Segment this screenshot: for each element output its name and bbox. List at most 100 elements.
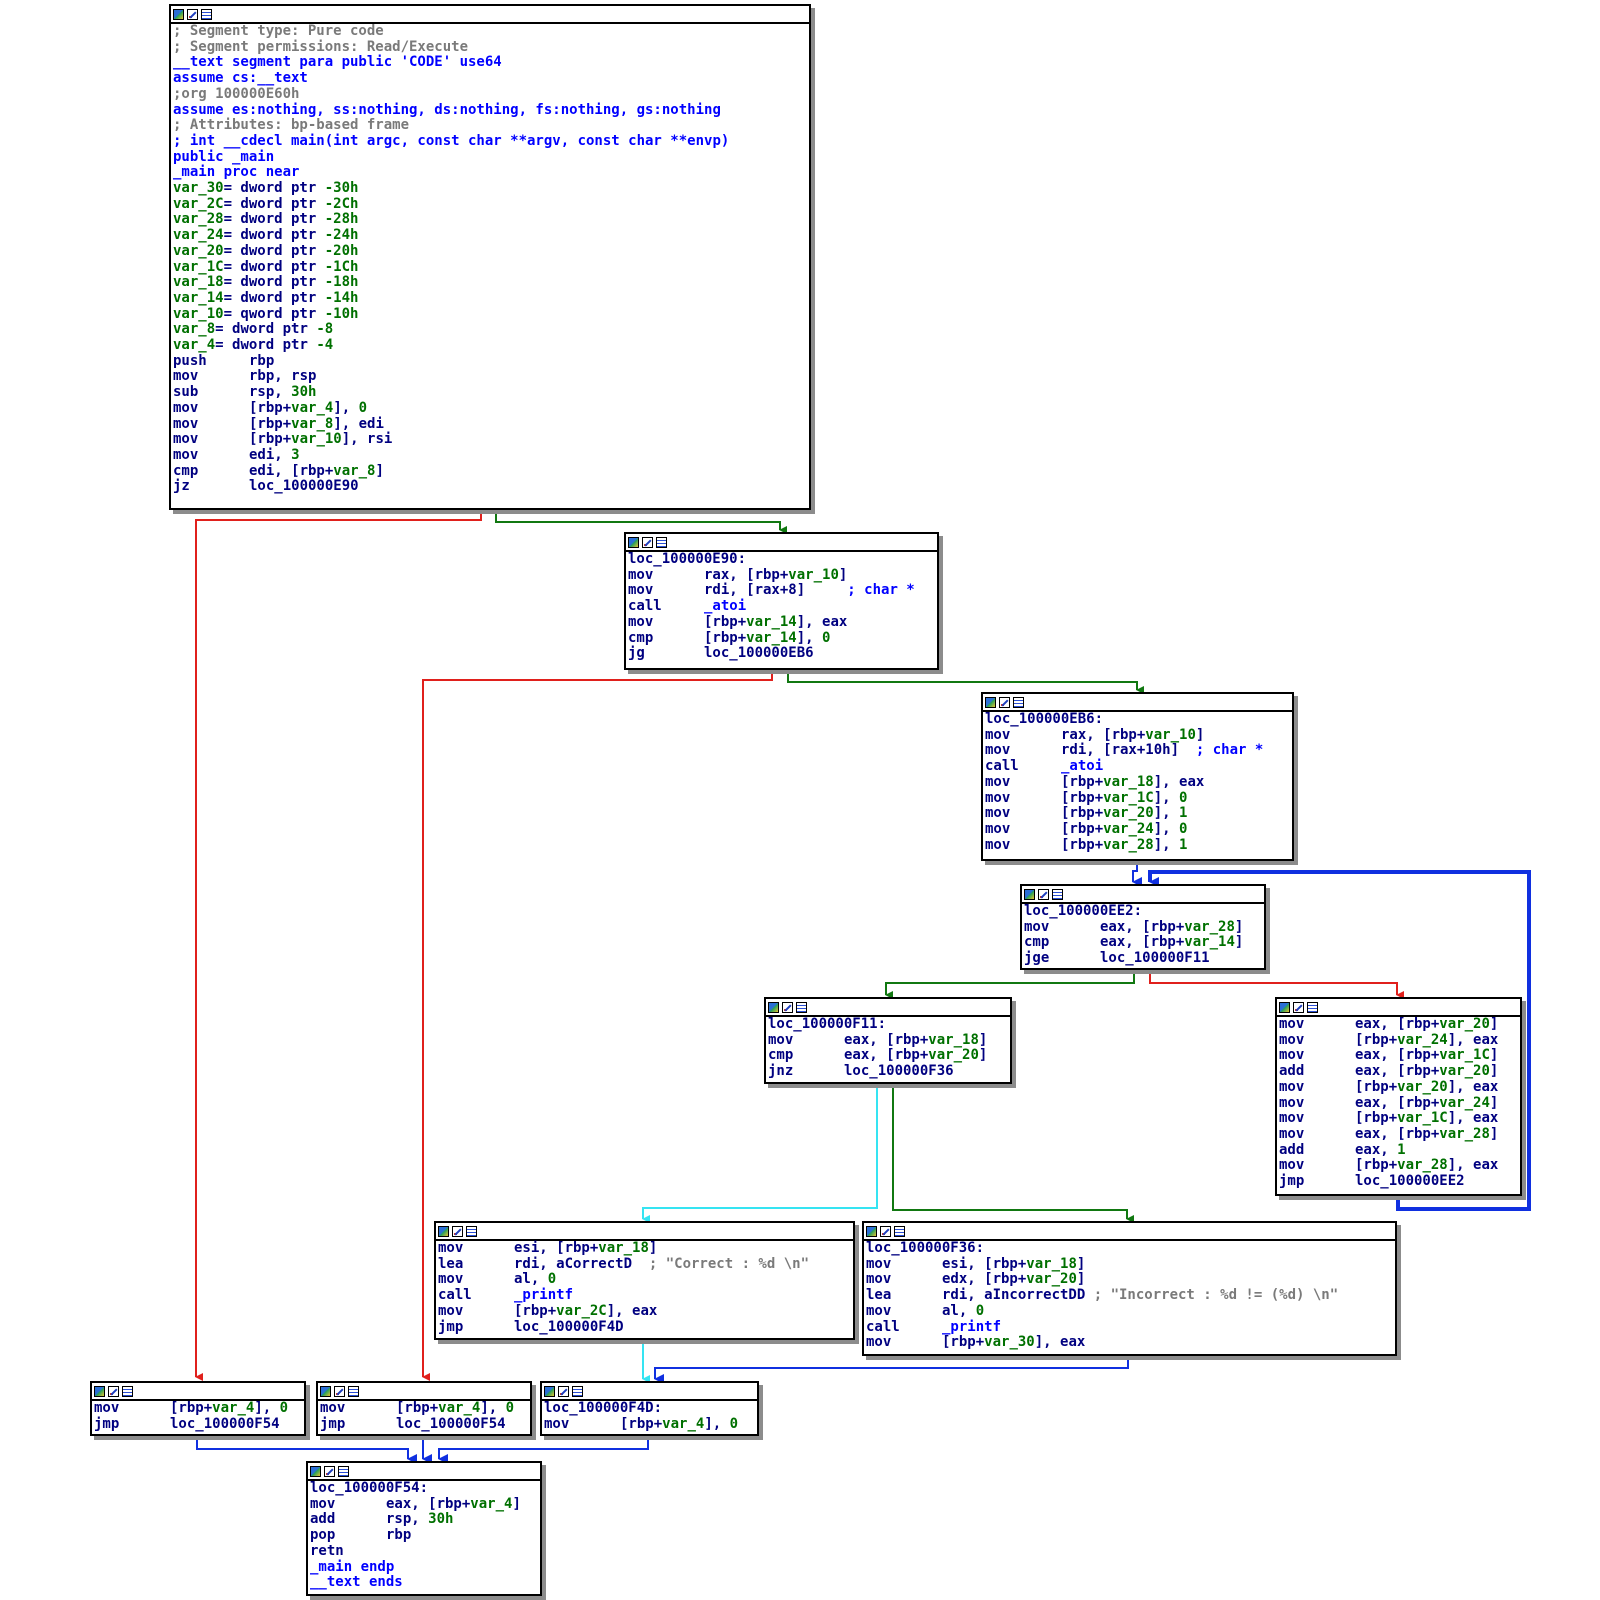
asm-line[interactable]: loc_100000F54: [310, 1480, 538, 1497]
edit-pencil-icon[interactable] [334, 1385, 345, 1397]
graph-overview-icon[interactable] [1279, 1001, 1290, 1013]
asm-line[interactable]: call_printf [866, 1319, 1393, 1336]
asm-line[interactable]: var_8= dword ptr -8 [173, 322, 807, 338]
asm-line[interactable]: public _main [173, 149, 807, 166]
asm-line[interactable]: var_2C= dword ptr -2Ch [173, 196, 807, 213]
asm-line[interactable]: mov[rbp+var_20], eax [1279, 1079, 1518, 1096]
asm-line[interactable]: var_30= dword ptr -30h [173, 180, 807, 197]
asm-line[interactable]: __text segment para public 'CODE' use64 [173, 55, 807, 71]
node-loc-100000f4d[interactable]: loc_100000F4D:mov[rbp+var_4], 0 [540, 1381, 759, 1436]
listing-view-icon[interactable] [338, 1465, 349, 1477]
asm-line[interactable]: mov[rbp+var_28], eax [1279, 1157, 1518, 1174]
edit-pencil-icon[interactable] [1293, 1001, 1304, 1013]
asm-line[interactable]: ; Attributes: bp-based frame [173, 117, 807, 134]
listing-view-icon[interactable] [1052, 888, 1063, 900]
asm-line[interactable]: assume cs:__text [173, 70, 807, 87]
graph-overview-icon[interactable] [544, 1385, 555, 1397]
asm-line[interactable]: loc_100000F36: [866, 1240, 1393, 1257]
asm-line[interactable]: mov[rbp+var_30], eax [866, 1334, 1393, 1351]
listing-view-icon[interactable] [348, 1385, 359, 1397]
graph-overview-icon[interactable] [866, 1225, 877, 1237]
graph-overview-icon[interactable] [173, 8, 184, 20]
asm-line[interactable]: mov[rbp+var_28], 1 [985, 837, 1290, 854]
graph-overview-icon[interactable] [628, 536, 639, 548]
listing-view-icon[interactable] [466, 1225, 477, 1237]
listing-view-icon[interactable] [572, 1385, 583, 1397]
listing-view-icon[interactable] [122, 1385, 133, 1397]
asm-line[interactable]: retn [310, 1543, 538, 1560]
asm-line[interactable]: mov[rbp+var_4], 0 [94, 1400, 302, 1417]
asm-line[interactable]: mov[rbp+var_2C], eax [438, 1303, 851, 1320]
graph-overview-icon[interactable] [438, 1225, 449, 1237]
asm-line[interactable]: var_20= dword ptr -20h [173, 243, 807, 260]
asm-line[interactable]: mov[rbp+var_4], 0 [544, 1416, 755, 1433]
asm-line[interactable]: loc_100000EB6: [985, 711, 1290, 728]
listing-view-icon[interactable] [1307, 1001, 1318, 1013]
asm-line[interactable]: mov[rbp+var_1C], 0 [985, 790, 1290, 807]
node-main-entry[interactable]: ; Segment type: Pure code; Segment permi… [169, 4, 811, 510]
asm-line[interactable]: var_18= dword ptr -18h [173, 274, 807, 291]
asm-line[interactable]: _main endp [310, 1559, 538, 1576]
edit-pencil-icon[interactable] [324, 1465, 335, 1477]
asm-line[interactable]: mov[rbp+var_24], eax [1279, 1032, 1518, 1049]
asm-line[interactable]: mov[rbp+var_4], 0 [320, 1400, 528, 1417]
asm-line[interactable]: var_28= dword ptr -28h [173, 212, 807, 228]
asm-line[interactable]: var_10= qword ptr -10h [173, 306, 807, 323]
asm-line[interactable]: ; Segment type: Pure code [173, 23, 807, 40]
asm-line[interactable]: mov[rbp+var_24], 0 [985, 821, 1290, 838]
edit-pencil-icon[interactable] [187, 8, 198, 20]
graph-overview-icon[interactable] [1024, 888, 1035, 900]
edit-pencil-icon[interactable] [782, 1001, 793, 1013]
asm-line[interactable]: ;org 100000E60h [173, 86, 807, 103]
listing-view-icon[interactable] [201, 8, 212, 20]
asm-line[interactable]: call_atoi [628, 598, 935, 615]
asm-line[interactable]: loc_100000EE2: [1024, 903, 1262, 920]
graph-overview-icon[interactable] [320, 1385, 331, 1397]
asm-line[interactable]: mov[rbp+var_1C], eax [1279, 1110, 1518, 1127]
asm-line[interactable]: mov[rbp+var_20], 1 [985, 805, 1290, 822]
asm-line[interactable]: _main proc near [173, 164, 807, 181]
edit-pencil-icon[interactable] [642, 536, 653, 548]
edit-pencil-icon[interactable] [558, 1385, 569, 1397]
graph-overview-icon[interactable] [768, 1001, 779, 1013]
asm-line[interactable]: mov[rbp+var_10], rsi [173, 431, 807, 448]
asm-line[interactable]: mov[rbp+var_8], edi [173, 416, 807, 433]
graph-overview-icon[interactable] [985, 696, 996, 708]
asm-line[interactable]: cmp[rbp+var_14], 0 [628, 630, 935, 647]
asm-line[interactable]: var_24= dword ptr -24h [173, 227, 807, 244]
asm-line[interactable]: loc_100000E90: [628, 551, 935, 568]
asm-line[interactable]: mov[rbp+var_18], eax [985, 774, 1290, 791]
